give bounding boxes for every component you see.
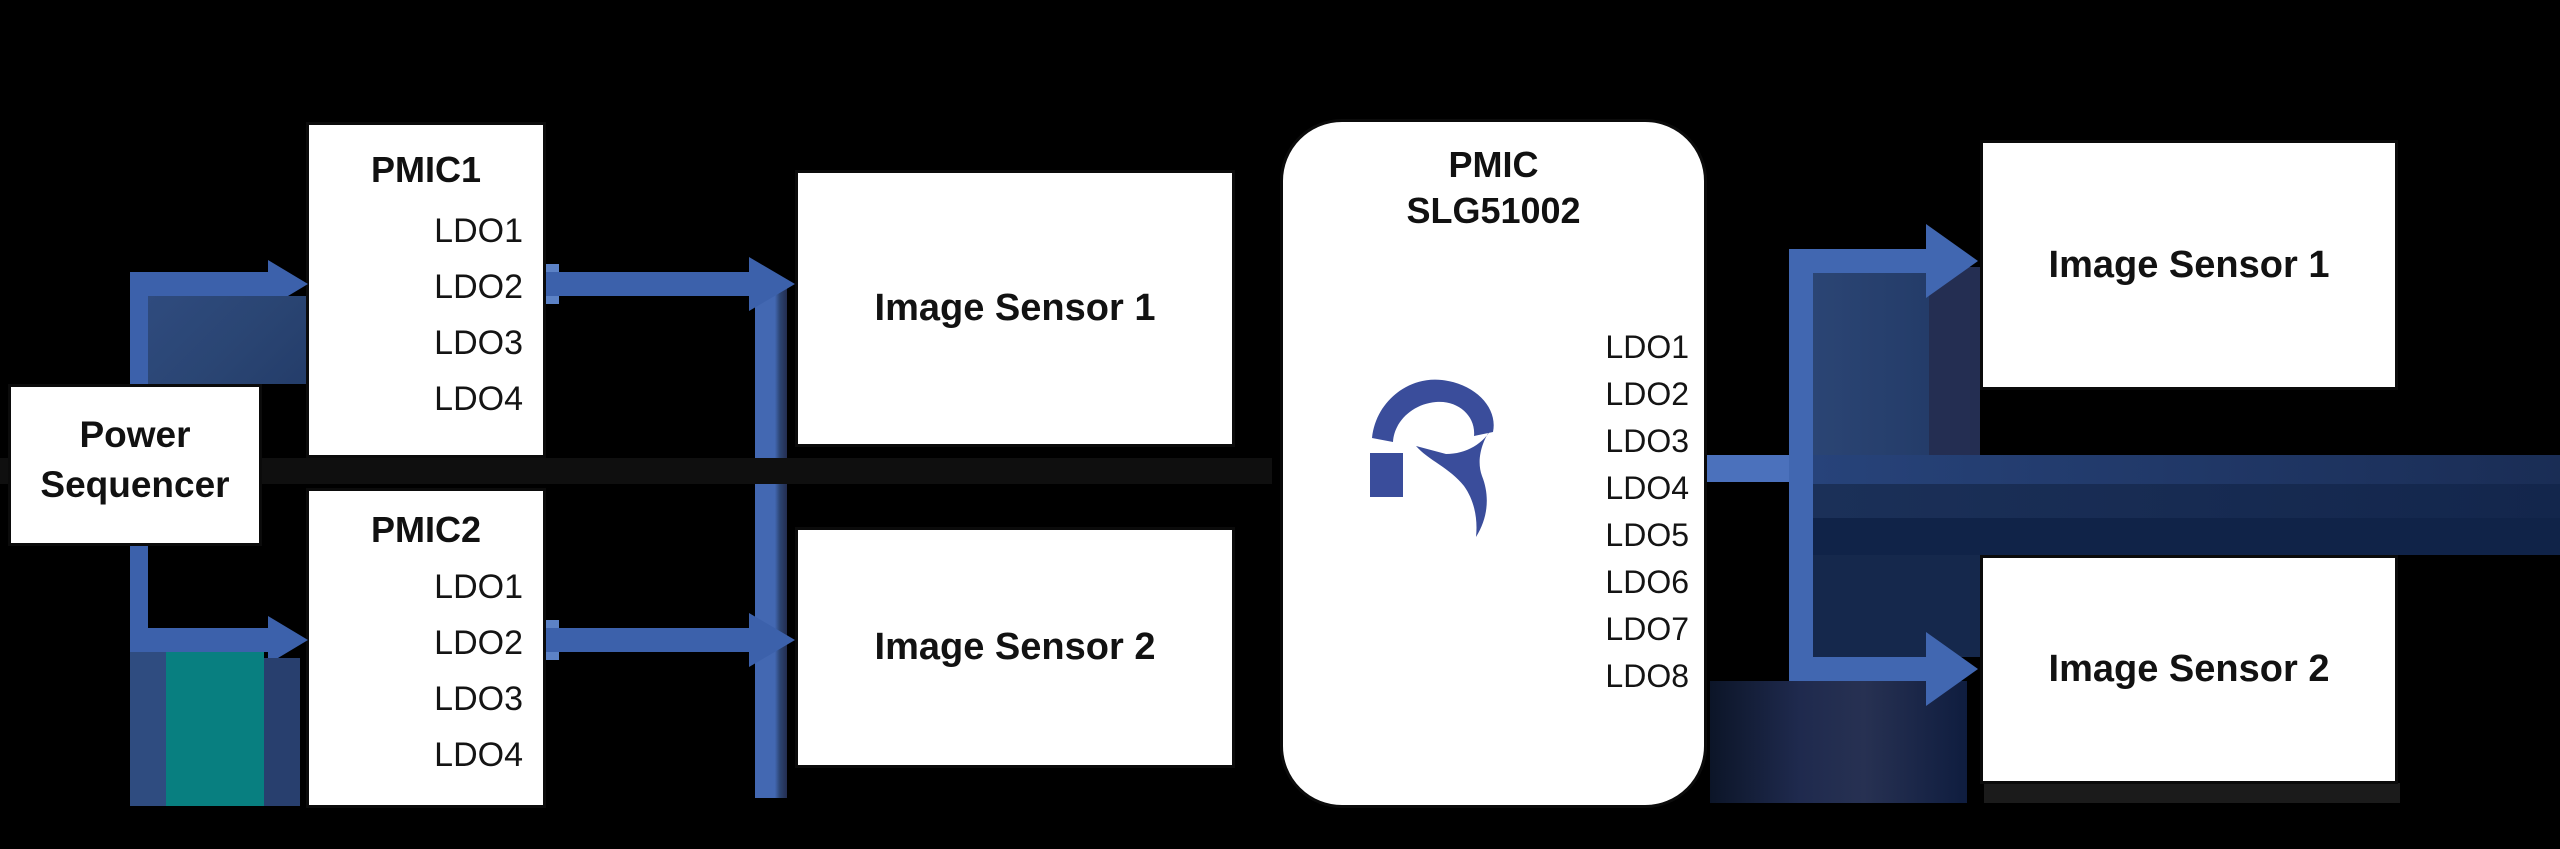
pmic1-ldo3: LDO3 — [434, 324, 523, 362]
slg-ldo4: LDO4 — [1605, 470, 1689, 506]
pmic1-ldo1: LDO1 — [434, 212, 523, 250]
shadow-upper-right-column — [1929, 267, 1980, 455]
left-vertical-rail — [755, 284, 787, 798]
pmic2-ldo-list: LDO1 LDO2 LDO3 LDO4 — [309, 559, 523, 783]
arrow-slg-to-is1-head — [1926, 224, 1978, 298]
arrow-pmic2-to-is2-arm — [546, 628, 749, 652]
navy-bar-right — [264, 658, 300, 806]
pmic2-ldo1: LDO1 — [434, 568, 523, 606]
slg51002-title-line2: SLG51002 — [1406, 190, 1581, 231]
right-image-sensor-2-label: Image Sensor 2 — [2048, 648, 2330, 690]
shadow-band-3 — [1813, 518, 2560, 555]
power-sequencer-label: Power Sequencer — [40, 410, 229, 510]
shadow-band-1 — [1813, 455, 2560, 484]
arrow-pmic1-to-is1-arm — [546, 272, 749, 296]
shadow-upper-left — [1813, 267, 1929, 455]
arrow-slg-to-is1-arm — [1789, 249, 1929, 273]
pmic1-ldo2: LDO2 — [434, 268, 523, 306]
renesas-logo-tail — [1416, 426, 1493, 537]
arrow-ps-to-pmic2-vertical — [130, 546, 148, 652]
arrow-ps-to-pmic1-vertical — [130, 272, 148, 384]
pmic1-box: PMIC1 LDO1 LDO2 LDO3 LDO4 — [306, 122, 546, 458]
teal-bar — [166, 652, 264, 806]
left-image-sensor-2-label: Image Sensor 2 — [874, 626, 1156, 668]
renesas-logo-square — [1370, 453, 1403, 497]
slg-ldo3: LDO3 — [1605, 423, 1689, 459]
slg51002-box: PMIC SLG51002 LDO1 LDO2 LDO3 LDO4 LDO5 L… — [1280, 119, 1707, 808]
power-sequencer-line2: Sequencer — [40, 464, 230, 505]
left-image-sensor-1-box: Image Sensor 1 — [795, 170, 1235, 447]
pmic2-ldo2: LDO2 — [434, 624, 523, 662]
arrow-pmic1-to-is1-head — [749, 257, 795, 311]
renesas-logo — [1370, 379, 1494, 537]
left-image-sensor-2-box: Image Sensor 2 — [795, 527, 1235, 768]
shadow-below-arrow — [1710, 681, 1967, 803]
shadow-rect-ps-pmic1 — [148, 296, 306, 384]
left-image-sensor-1-label: Image Sensor 1 — [874, 287, 1156, 329]
slg-ldo5: LDO5 — [1605, 517, 1689, 553]
right-vertical-rail — [1789, 249, 1813, 681]
arrow-slg-to-is2-head — [1926, 632, 1978, 706]
arrow-ps-to-pmic2-arm — [130, 628, 282, 652]
slg51002-title: PMIC SLG51002 — [1283, 142, 1704, 234]
slg-ldo2: LDO2 — [1605, 376, 1689, 412]
shadow-band-2 — [1813, 484, 2560, 518]
renesas-logo-cap — [1372, 379, 1494, 442]
pmic2-ldo3: LDO3 — [434, 680, 523, 718]
arrow-pmic2-to-is2-head — [749, 613, 795, 667]
pmic2-ldo4: LDO4 — [434, 736, 523, 774]
pmic2-box: PMIC2 LDO1 LDO2 LDO3 LDO4 — [306, 488, 546, 808]
power-sequencer-box: Power Sequencer — [8, 384, 262, 546]
right-image-sensor-1-label: Image Sensor 1 — [2048, 243, 2330, 286]
arrow-ps-to-pmic2-head — [268, 616, 308, 664]
arrow-ps-to-pmic1-arm — [130, 272, 282, 296]
navy-bar-left — [130, 652, 166, 806]
slg-ldo8: LDO8 — [1605, 658, 1689, 694]
pmic1-title: PMIC1 — [370, 149, 482, 190]
slg51002-ldo-list: LDO1 LDO2 LDO3 LDO4 LDO5 LDO6 LDO7 LDO8 — [1569, 324, 1689, 700]
pmic1-ldo4: LDO4 — [434, 380, 523, 418]
power-sequencer-line1: Power — [79, 414, 191, 455]
slg51002-title-line1: PMIC — [1448, 144, 1539, 185]
shadow-under-is2-right — [1984, 783, 2400, 803]
pmic1-ldo-list: LDO1 LDO2 LDO3 LDO4 — [309, 203, 523, 427]
arrow-slg-to-is2-arm — [1789, 657, 1929, 681]
right-image-sensor-2-box: Image Sensor 2 — [1980, 555, 2398, 784]
slg-ldo6: LDO6 — [1605, 564, 1689, 600]
slg-ldo7: LDO7 — [1605, 611, 1689, 647]
right-image-sensor-1-box: Image Sensor 1 — [1980, 140, 2398, 390]
pmic2-title: PMIC2 — [370, 509, 482, 550]
slg-ldo1: LDO1 — [1605, 329, 1689, 365]
